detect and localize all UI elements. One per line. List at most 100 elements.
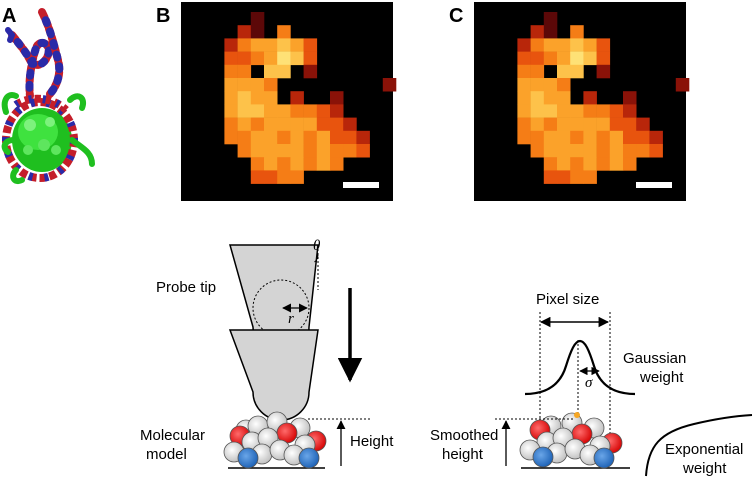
molecular-model-label-line1: Molecular	[140, 427, 205, 444]
heatmap-cell	[277, 51, 291, 66]
heatmap-cell	[290, 170, 304, 184]
heatmap-cell	[224, 117, 238, 132]
heatmap-cell	[570, 51, 584, 66]
scale-bar	[636, 182, 672, 188]
heatmap-cell	[570, 25, 584, 39]
sigma-label: σ	[585, 375, 593, 391]
heatmap-cell	[517, 104, 531, 118]
heatmap-cell	[264, 144, 278, 158]
heatmap-cell	[264, 130, 278, 145]
heatmap-cell	[623, 157, 637, 171]
heatmap-cell	[530, 144, 545, 158]
heatmap-cell	[290, 51, 304, 66]
heatmap-cell	[609, 157, 624, 171]
heatmap-cell	[277, 38, 291, 52]
heatmap-cell	[675, 78, 690, 92]
heatmap-cell	[277, 144, 291, 158]
heatmap-cell	[316, 104, 331, 118]
pixel-size-label: Pixel size	[536, 291, 599, 308]
heatmap-cell	[543, 38, 558, 52]
heatmap-cell	[583, 144, 597, 158]
heatmap-cell	[264, 64, 278, 79]
heatmap-cell	[237, 64, 252, 79]
heatmap-cell	[250, 130, 265, 145]
heatmap-cells-b	[224, 12, 397, 184]
heatmap-cell	[250, 117, 265, 132]
heatmap-cell	[517, 91, 531, 105]
dna-strand	[5, 8, 64, 100]
heatmap-cell	[290, 144, 304, 158]
smoothed-model-balls	[519, 412, 630, 469]
heatmap-cell	[583, 157, 597, 171]
heatmap-cell	[290, 130, 304, 145]
heatmap-cell	[264, 91, 278, 105]
heatmap-cell	[250, 51, 265, 66]
heatmap-cell	[596, 157, 611, 171]
heatmap-cell	[557, 38, 571, 52]
heatmap-cell	[237, 117, 252, 132]
heatmap-cell	[264, 38, 278, 52]
heatmap-cell	[330, 104, 344, 118]
heatmap-cell	[517, 130, 531, 145]
panel-label-a: A	[2, 5, 16, 27]
histone-tails	[1, 92, 95, 184]
heatmap-cell	[543, 91, 558, 105]
heatmap-cell	[303, 51, 318, 66]
heatmap-cell	[543, 130, 558, 145]
panel-label-c: C	[449, 5, 463, 27]
heatmap-cells-c	[517, 12, 690, 184]
heatmap-cell	[517, 78, 531, 92]
heatmap-cell	[517, 64, 531, 79]
molecular-model-label-line2: model	[146, 446, 187, 463]
heatmap-cell	[264, 117, 278, 132]
height-label: Height	[350, 433, 394, 450]
heatmap-cell	[316, 117, 331, 132]
heatmap-cell	[343, 130, 357, 145]
heatmap-cell	[237, 78, 252, 92]
heatmap-cell	[250, 170, 265, 184]
radius-label: r	[288, 311, 294, 327]
heatmap-cell	[264, 104, 278, 118]
heatmap-cell	[623, 144, 637, 158]
heatmap-cell	[623, 117, 637, 132]
heatmap-cell	[557, 51, 571, 66]
heatmap-cell	[224, 104, 238, 118]
heatmap-cell	[237, 130, 252, 145]
heatmap-cell	[570, 117, 584, 132]
heatmap-cell	[596, 130, 611, 145]
smoothed-height-label-line2: height	[442, 446, 484, 463]
heatmap-cell	[517, 51, 531, 66]
exponential-weight-label-line1: Exponential	[665, 441, 743, 458]
heatmap-cell	[543, 157, 558, 171]
heatmap-cell	[250, 104, 265, 118]
heatmap-cell	[623, 91, 637, 105]
heatmap-cell	[264, 78, 278, 92]
heatmap-cell	[649, 144, 663, 158]
heatmap-cell	[277, 117, 291, 132]
heatmap-cell	[570, 157, 584, 171]
heatmap-cell	[303, 130, 318, 145]
heatmap-cell	[316, 144, 331, 158]
heatmap-cell	[570, 64, 584, 79]
heatmap-cell	[237, 144, 252, 158]
heatmap-cell	[290, 104, 304, 118]
heatmap-cell	[583, 170, 597, 184]
smoothed-height-label-line1: Smoothed	[430, 427, 498, 444]
heatmap-cell	[290, 38, 304, 52]
heatmap-cell	[277, 130, 291, 145]
gaussian-weight-label-line1: Gaussian	[623, 350, 686, 367]
heatmap-cell	[303, 144, 318, 158]
heatmap-cell	[517, 38, 531, 52]
heatmap-cell	[557, 91, 571, 105]
panel-label-b: B	[156, 5, 170, 27]
heatmap-cell	[224, 51, 238, 66]
heatmap-cell	[330, 130, 344, 145]
heatmap-cell	[557, 78, 571, 92]
scale-bar	[343, 182, 379, 188]
heatmap-cell	[596, 64, 611, 79]
heatmap-cell	[356, 144, 370, 158]
heatmap-cell	[330, 117, 344, 132]
heatmap-cell	[237, 25, 252, 39]
smoothing-diagram: Pixel size σ Gaussian weight	[430, 291, 753, 477]
heatmap-cell	[264, 157, 278, 171]
